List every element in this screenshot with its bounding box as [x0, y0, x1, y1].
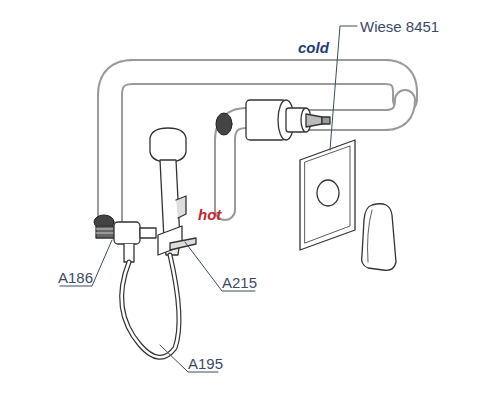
shower-holder [158, 226, 196, 255]
part-number: A215 [222, 275, 257, 290]
part-number: A186 [58, 270, 93, 285]
part-number: A195 [188, 356, 223, 371]
cold-label: cold [298, 40, 329, 55]
mixer-body [246, 100, 330, 140]
cover-plate [300, 140, 355, 250]
concealed-pipe [110, 72, 405, 220]
lever-handle [362, 204, 396, 271]
shower-hose [122, 255, 179, 357]
model-label: Wiese 8451 [360, 19, 439, 34]
hot-label: hot [198, 207, 221, 222]
shower-hose [122, 255, 179, 357]
leader-line [60, 26, 357, 372]
pipe-end [216, 113, 232, 135]
